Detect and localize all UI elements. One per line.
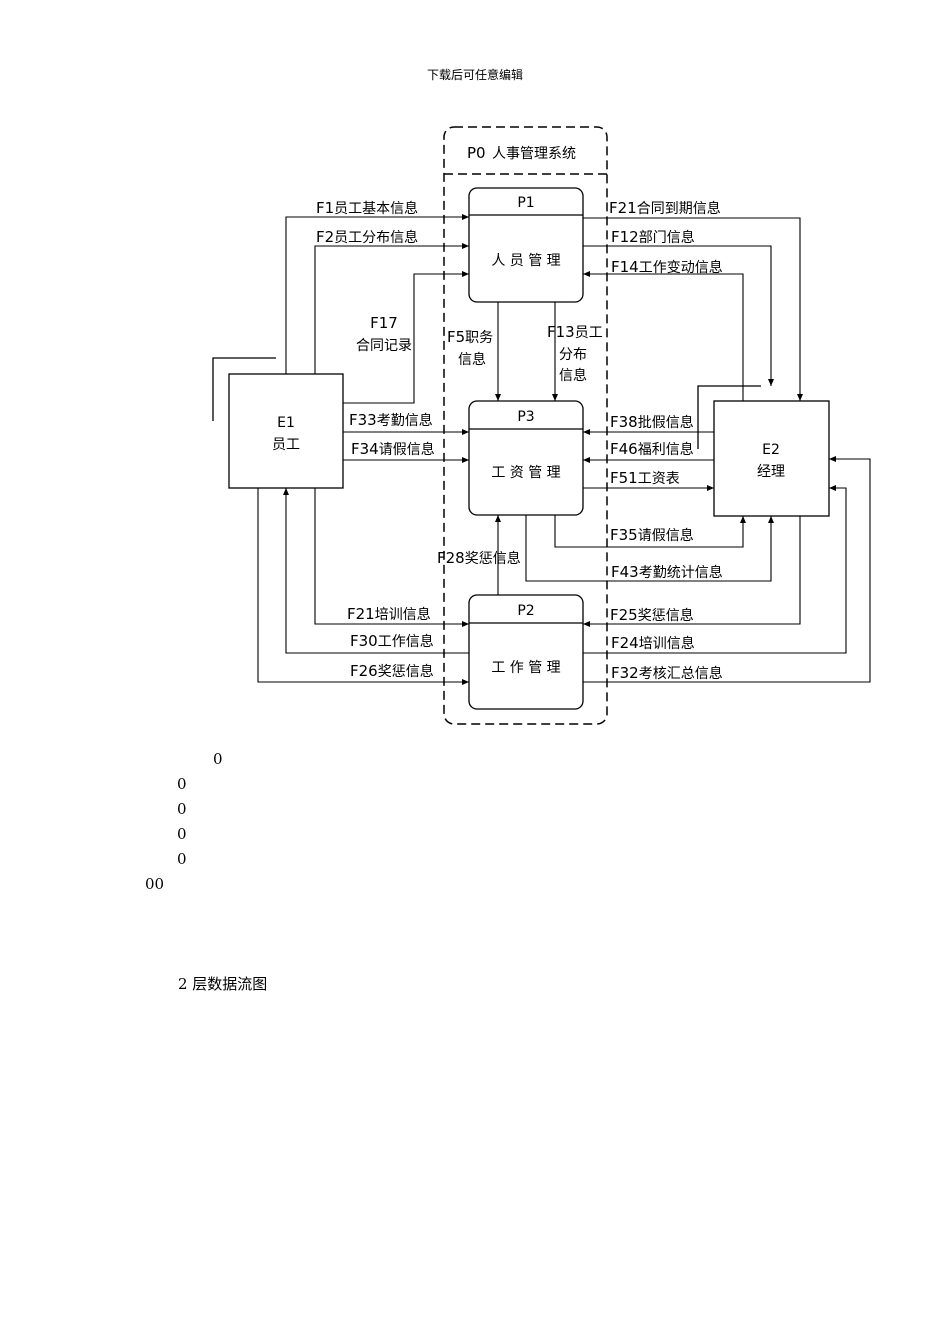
flow-f43-line (525, 515, 774, 582)
flow-f12-label: F12部门信息 (611, 228, 695, 246)
note-line: 0 (177, 775, 187, 793)
flow-f32-label: F32考核汇总信息 (611, 664, 723, 682)
entity-e1-name: 员工 (272, 437, 300, 453)
svg-text:F21培训信息: F21培训信息 (347, 605, 431, 623)
flow-f28-label: F28奖惩信息 (437, 549, 521, 567)
svg-text:信息: 信息 (458, 351, 486, 368)
process-p2-name: 工 作 管 理 (491, 660, 560, 676)
svg-text:F5职务: F5职务 (447, 328, 493, 346)
svg-text:F17: F17 (370, 314, 398, 332)
process-p2-code: P2 (517, 603, 534, 619)
note-line: 0 (177, 800, 187, 818)
flow-f51-label: F51工资表 (610, 469, 680, 487)
svg-text:F14工作变动信息: F14工作变动信息 (611, 258, 723, 276)
entity-e1: E1 员工 (212, 357, 344, 489)
system-code: P0 (467, 144, 486, 162)
svg-text:合同记录: 合同记录 (356, 338, 412, 354)
diagram-caption: 2 层数据流图 (178, 975, 268, 993)
svg-text:F43考勤统计信息: F43考勤统计信息 (611, 563, 723, 581)
process-p3-name: 工 资 管 理 (491, 465, 560, 481)
flow-f21b-label: F21培训信息 (347, 605, 431, 623)
process-p3: P3 工 资 管 理 (468, 400, 584, 516)
entity-e2-code: E2 (762, 442, 780, 458)
svg-text:F46福利信息: F46福利信息 (610, 440, 694, 458)
svg-text:F30工作信息: F30工作信息 (350, 632, 434, 650)
process-p1: P1 人 员 管 理 (468, 187, 584, 303)
flow-f24-label: F24培训信息 (611, 634, 695, 652)
process-p1-code: P1 (517, 195, 534, 211)
svg-text:F2员工分布信息: F2员工分布信息 (316, 228, 418, 246)
data-flow-diagram: P0 人事管理系统 P1 人 员 管 理 P3 工 资 管 理 P2 工 作 管… (212, 126, 871, 725)
svg-text:F24培训信息: F24培训信息 (611, 634, 695, 652)
flow-f2-line (314, 243, 469, 374)
flow-f21a-label: F21合同到期信息 (609, 199, 721, 217)
svg-text:F12部门信息: F12部门信息 (611, 228, 695, 246)
process-p3-code: P3 (517, 409, 534, 425)
svg-text:F26奖惩信息: F26奖惩信息 (350, 662, 434, 680)
flow-f33-label: F33考勤信息 (349, 411, 433, 429)
flow-f35-label: F35请假信息 (610, 526, 694, 544)
flow-f34-label: F34请假信息 (351, 440, 435, 458)
entity-e2: E2 经理 (697, 385, 830, 517)
flow-f21b-line (314, 488, 469, 627)
system-boundary (443, 126, 608, 725)
entity-e2-name: 经理 (757, 464, 785, 480)
svg-text:F21合同到期信息: F21合同到期信息 (609, 199, 721, 217)
flow-f43-label: F43考勤统计信息 (611, 563, 723, 581)
flow-f5-label: F5职务 信息 (447, 328, 493, 368)
flow-f2-label: F2员工分布信息 (316, 228, 418, 246)
note-line: 0 (177, 850, 187, 868)
svg-text:F25奖惩信息: F25奖惩信息 (610, 606, 694, 624)
svg-text:F38批假信息: F38批假信息 (610, 413, 694, 431)
flow-f25-line (583, 516, 801, 627)
flow-f14-label: F14工作变动信息 (611, 258, 723, 276)
flow-f13-label: F13员工 分布 信息 (547, 323, 603, 384)
flow-f38-label: F38批假信息 (610, 413, 694, 431)
page-header: 下载后可任意编辑 (426, 68, 523, 82)
note-line: 00 (145, 875, 165, 893)
flow-f46-label: F46福利信息 (610, 440, 694, 458)
flow-f32-line (583, 456, 871, 683)
flow-f17-line (343, 271, 469, 404)
svg-text:F1员工基本信息: F1员工基本信息 (316, 199, 418, 217)
flow-f17-label: F17 合同记录 (356, 314, 412, 354)
flow-f12-line (583, 245, 774, 386)
svg-text:F35请假信息: F35请假信息 (610, 526, 694, 544)
flow-f26-label: F26奖惩信息 (350, 662, 434, 680)
flow-f25-label: F25奖惩信息 (610, 606, 694, 624)
flow-f35-line (554, 515, 746, 548)
flow-f14-line (583, 271, 744, 401)
flow-f1-label: F1员工基本信息 (316, 199, 418, 217)
svg-text:分布: 分布 (559, 347, 587, 363)
flow-f30-label: F30工作信息 (350, 632, 434, 650)
flow-f1-line (285, 214, 469, 374)
flow-f24-line (583, 485, 847, 654)
flow-f21a-line (583, 217, 803, 401)
flow-f30-line (283, 488, 469, 654)
svg-text:F34请假信息: F34请假信息 (351, 440, 435, 458)
note-line: 0 (177, 825, 187, 843)
process-p1-name: 人 员 管 理 (491, 253, 560, 269)
svg-text:信息: 信息 (559, 367, 587, 384)
note-line: 0 (213, 750, 223, 768)
svg-text:F51工资表: F51工资表 (610, 469, 680, 487)
svg-text:F13员工: F13员工 (547, 323, 603, 341)
svg-text:F33考勤信息: F33考勤信息 (349, 411, 433, 429)
entity-e1-code: E1 (277, 415, 295, 431)
svg-text:F32考核汇总信息: F32考核汇总信息 (611, 664, 723, 682)
svg-text:F28奖惩信息: F28奖惩信息 (437, 549, 521, 567)
process-p2: P2 工 作 管 理 (468, 594, 584, 710)
flow-f26-line (257, 488, 469, 685)
system-name: 人事管理系统 (492, 146, 576, 162)
